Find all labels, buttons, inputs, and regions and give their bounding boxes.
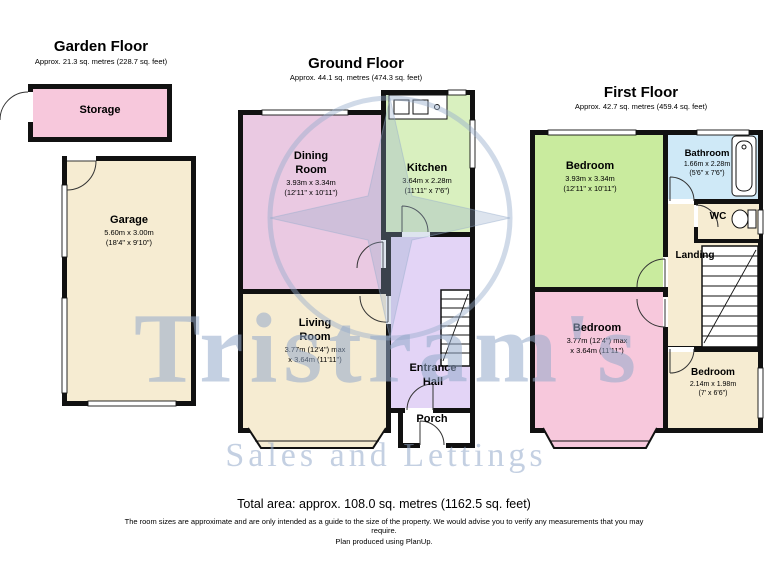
garage-room [62,156,196,406]
garden-floor-title: Garden Floor [53,38,149,55]
bedroom1-label: Bedroom 3.93m x 3.34m (12'11" x 10'11") [563,160,617,193]
bathroom-label: Bathroom 1.66m x 2.28m (5'6" x 7'6") [683,148,731,178]
storage-room [28,84,172,142]
first-floor-subtitle: Approx. 42.7 sq. metres (459.4 sq. feet) [574,102,708,111]
bedroom3-label: Bedroom 2.14m x 1.98m (7' x 6'6") [689,367,737,397]
storage-door-arc [0,91,29,121]
porch-label: Porch [416,413,448,425]
bedroom-1 [530,130,668,292]
garage-label: Garage 5.60m x 3.00m (18'4" x 9'10") [104,214,154,247]
dining-room-label: Dining Room 3.93m x 3.34m (12'11" x 10'1… [284,150,338,197]
bedroom2-label: Bedroom 3.77m (12'4") max x 3.64m (11'11… [566,322,628,355]
kitchen-label: Kitchen 3.64m x 2.28m (11'11" x 7'6") [402,162,452,195]
garden-floor-subtitle: Approx. 21.3 sq. metres (228.7 sq. feet) [34,57,168,66]
dining-room [238,110,386,294]
wc-room [694,199,763,243]
produced-by-text: Plan produced using PlanUp. [335,537,433,546]
total-area-text: Total area: approx. 108.0 sq. metres (11… [237,497,531,511]
disclaimer-line-1: The room sizes are approximate and are o… [124,517,644,526]
ground-floor-subtitle: Approx. 44.1 sq. metres (474.3 sq. feet) [289,73,423,82]
ground-floor-title: Ground Floor [308,55,404,72]
entrance-hall-label: Entrance Hall [409,362,457,388]
wc-label: WC [709,211,727,222]
living-room-label: Living Room 3.77m (12'4") max x 3.64m (1… [284,317,346,364]
disclaimer-line-2: require. [371,526,397,535]
storage-label: Storage [79,104,121,116]
landing-label: Landing [675,250,715,261]
watermark-tagline-text: Sales and Lettings [225,437,547,474]
first-floor-title: First Floor [603,84,679,101]
bedroom-2 [530,287,668,433]
